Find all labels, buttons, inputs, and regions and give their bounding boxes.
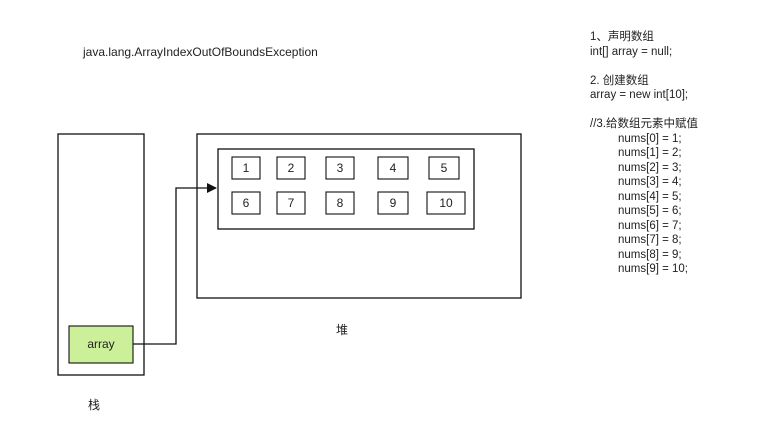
- array-cell-label-wrap: 10: [427, 192, 465, 214]
- step3-title: //3.给数组元素中赋值: [590, 118, 698, 130]
- array-cell-label-wrap: 4: [378, 157, 408, 179]
- array-cell: [426, 191, 466, 215]
- assignment-line: nums[1] = 2;: [618, 147, 682, 159]
- array-cell-value: 2: [287, 161, 295, 175]
- assignment-line: nums[2] = 3;: [618, 161, 682, 174]
- array-cell: [428, 156, 460, 180]
- step2-code: array = new int[10];: [590, 89, 689, 101]
- reference-arrow: [133, 183, 217, 345]
- assignment-line: nums[4] = 5;: [618, 190, 682, 203]
- array-cell-label-wrap: 6: [232, 192, 260, 214]
- array-cell-value: 6: [242, 196, 250, 210]
- array-cell: [231, 156, 261, 180]
- array-cell: [276, 156, 306, 180]
- array-cell: [276, 191, 306, 215]
- assignment-line: nums[7] = 8;: [618, 234, 682, 246]
- assignment-line: nums[6] = 7;: [618, 219, 682, 232]
- array-cell-value: 7: [287, 196, 295, 210]
- array-cell: [377, 156, 409, 180]
- assignment-line: nums[5] = 6;: [618, 205, 682, 217]
- assignment-line: nums[8] = 9;: [618, 248, 682, 261]
- array-cell-value: 4: [389, 161, 397, 175]
- exception-text: java.lang.ArrayIndexOutOfBoundsException: [83, 45, 318, 59]
- array-cell: [325, 191, 355, 215]
- code-panel: 1、声明数组 int[] array = null; 2. 创建数组 array…: [590, 30, 698, 277]
- array-cell-value: 5: [440, 161, 448, 175]
- step1-code: int[] array = null;: [590, 45, 673, 58]
- array-cell-value: 3: [336, 161, 344, 175]
- array-cell-value: 9: [389, 196, 397, 210]
- array-cell-value: 10: [439, 196, 453, 210]
- array-cell-label-wrap: 1: [232, 157, 260, 179]
- assignment-line: nums[3] = 4;: [618, 176, 682, 188]
- stack-variable-box: [68, 325, 134, 364]
- stack-variable-label-wrap: array: [69, 326, 133, 363]
- array-cell-label-wrap: 9: [378, 192, 408, 214]
- array-cell-label-wrap: 7: [277, 192, 305, 214]
- stack-variable-label: array: [87, 337, 115, 351]
- array-cell: [231, 191, 261, 215]
- array-cell: [377, 191, 409, 215]
- assignment-list: nums[0] = 1; nums[1] = 2; nums[2] = 3; n…: [590, 132, 698, 277]
- array-cell-label-wrap: 2: [277, 157, 305, 179]
- array-cell-label-wrap: 5: [429, 157, 459, 179]
- stack-label: 栈: [88, 398, 101, 412]
- array-cell-label-wrap: 8: [326, 192, 354, 214]
- assignment-line: nums[0] = 1;: [618, 132, 682, 145]
- step1-title: 1、声明数组: [590, 31, 654, 43]
- array-cell-value: 8: [336, 196, 344, 210]
- assignment-line: nums[9] = 10;: [618, 263, 688, 275]
- array-cell-value: 1: [242, 161, 250, 175]
- heap-label: 堆: [336, 323, 349, 337]
- array-cell: [325, 156, 355, 180]
- step2-title: 2. 创建数组: [590, 74, 649, 87]
- array-cell-label-wrap: 3: [326, 157, 354, 179]
